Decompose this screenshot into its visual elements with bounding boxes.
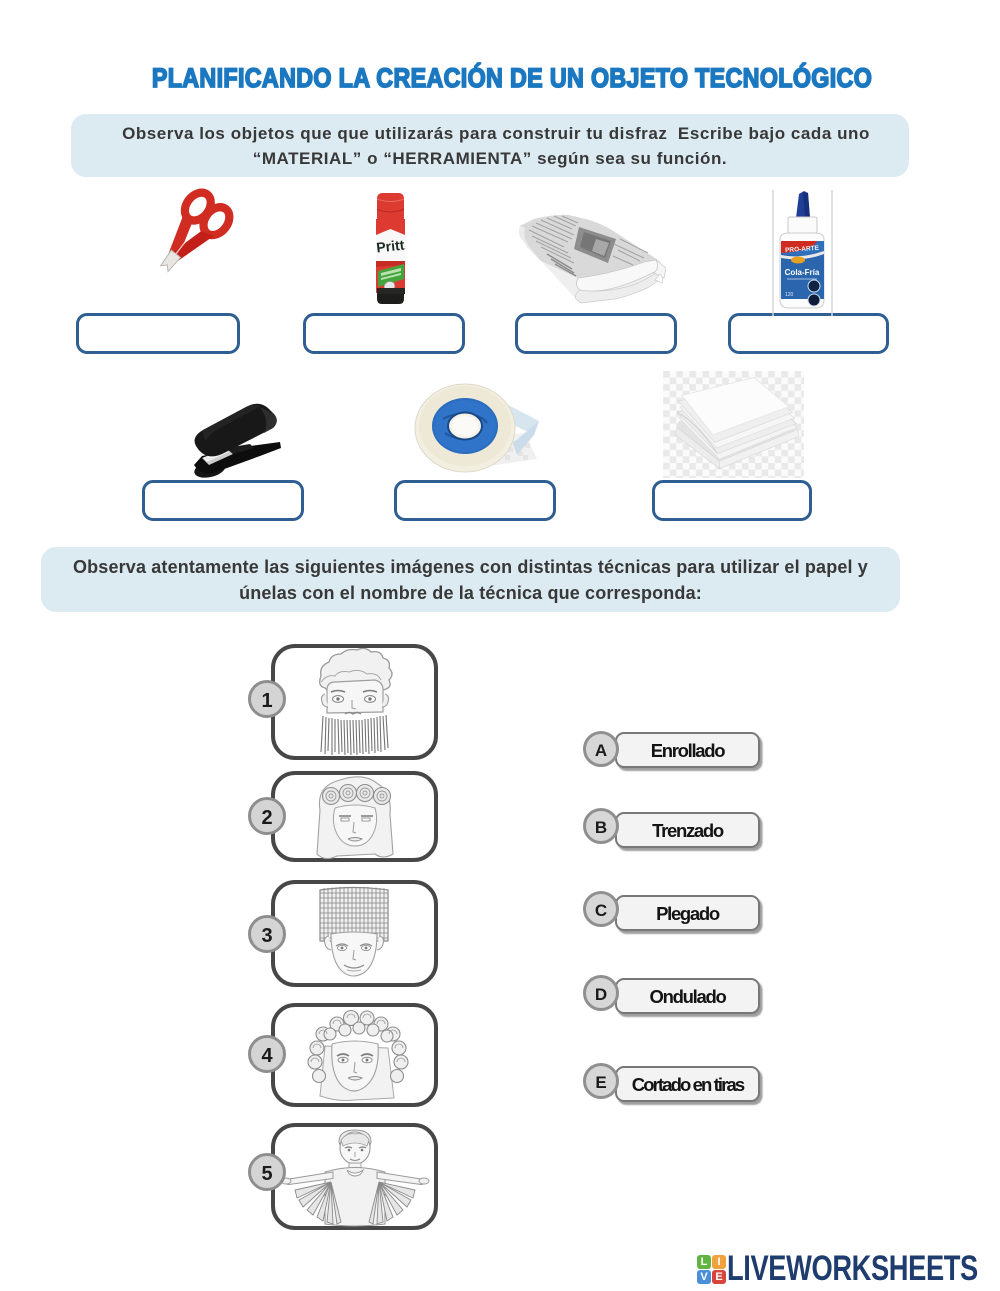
- svg-text:PRO-ARTE: PRO-ARTE: [785, 245, 820, 254]
- svg-text:Pritt: Pritt: [376, 237, 406, 256]
- svg-text:120: 120: [785, 292, 794, 298]
- svg-text:Cola-Fría: Cola-Fría: [785, 268, 820, 277]
